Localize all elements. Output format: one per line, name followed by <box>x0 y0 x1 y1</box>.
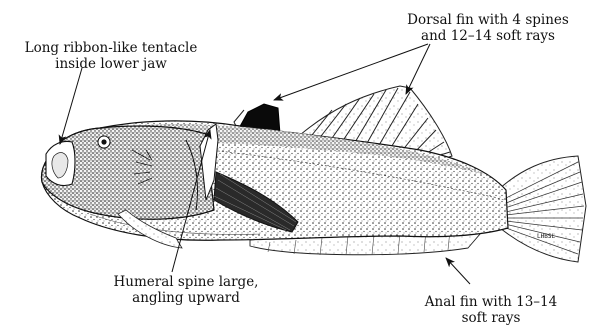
humeral-spine-label-line2: angling upward <box>86 290 286 306</box>
arrow-anal <box>446 258 470 284</box>
dorsal-fin-label: Dorsal fin with 4 spines and 12–14 soft … <box>388 12 588 44</box>
humeral-spine-label-line1: Humeral spine large, <box>86 274 286 290</box>
artist-mark: LHBSL <box>537 233 555 240</box>
humeral-spine-label: Humeral spine large, angling upward <box>86 274 286 306</box>
caudal-fin <box>498 156 586 262</box>
anal-fin-label-line1: Anal fin with 13–14 <box>396 294 586 310</box>
dorsal-fin-label-line2: and 12–14 soft rays <box>388 28 588 44</box>
tentacle-label: Long ribbon-like tentacle inside lower j… <box>2 40 220 72</box>
anal-fin-label-line2: soft rays <box>396 310 586 326</box>
tentacle-label-line1: Long ribbon-like tentacle <box>2 40 220 56</box>
anal-fin-label: Anal fin with 13–14 soft rays <box>396 294 586 326</box>
arrow-dorsal-soft <box>406 44 430 94</box>
tentacle-label-line2: inside lower jaw <box>2 56 220 72</box>
dorsal-fin-label-line1: Dorsal fin with 4 spines <box>388 12 588 28</box>
